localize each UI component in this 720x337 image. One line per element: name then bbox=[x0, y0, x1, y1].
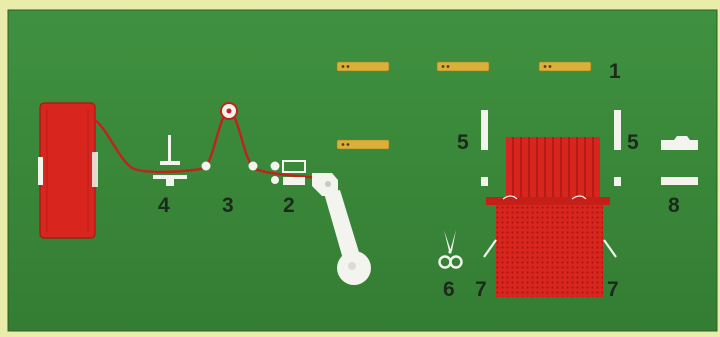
label-8: 8 bbox=[668, 194, 680, 217]
sinker-bar bbox=[437, 62, 489, 71]
label-3: 3 bbox=[222, 194, 234, 217]
label-6: 6 bbox=[443, 278, 455, 301]
label-4: 4 bbox=[158, 194, 170, 217]
sinker-bar bbox=[539, 62, 591, 71]
yarn-spool bbox=[38, 103, 98, 238]
sinker-bar bbox=[337, 62, 389, 71]
label-1: 1 bbox=[609, 60, 621, 83]
label-2: 2 bbox=[283, 194, 295, 217]
label-7-right: 7 bbox=[607, 278, 619, 301]
sinker-bar bbox=[337, 140, 389, 149]
label-5-right: 5 bbox=[627, 131, 639, 154]
label-7-left: 7 bbox=[475, 278, 487, 301]
label-5-left: 5 bbox=[457, 131, 469, 154]
